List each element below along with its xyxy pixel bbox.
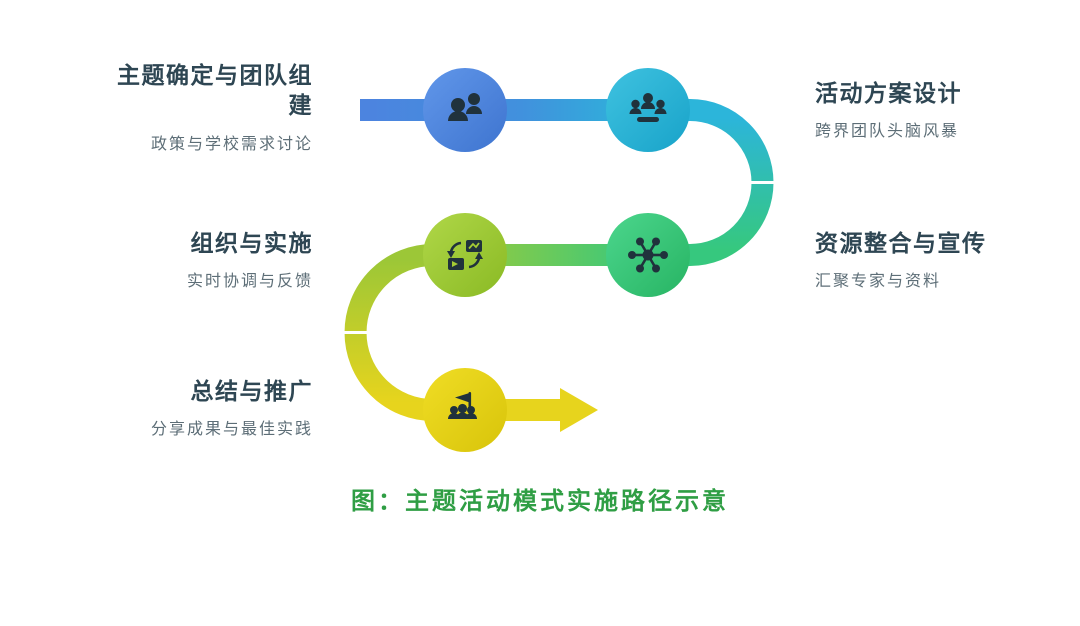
flag-team-icon xyxy=(448,392,477,419)
step-subtitle: 汇聚专家与资料 xyxy=(815,273,942,291)
step-subtitle: 分享成果与最佳实践 xyxy=(150,421,313,439)
step-label-2: 活动方案设计 跨界团队头脑风暴 xyxy=(815,78,1055,141)
step-subtitle: 政策与学校需求讨论 xyxy=(150,135,313,153)
step-circle-4 xyxy=(423,213,507,297)
step-title: 组织与实施 xyxy=(190,230,313,256)
meeting-icon xyxy=(629,93,667,122)
sync-chart-icon xyxy=(447,240,483,270)
network-icon xyxy=(628,237,668,273)
figure-caption: 图：主题活动模式实施路径示意 xyxy=(351,488,729,515)
step-title: 主题确定与团队组建 xyxy=(117,62,313,119)
step-circle-1 xyxy=(423,68,507,152)
step-label-4: 组织与实施 实时协调与反馈 xyxy=(95,228,313,291)
step-label-5: 总结与推广 分享成果与最佳实践 xyxy=(95,376,313,439)
step-subtitle: 实时协调与反馈 xyxy=(186,273,313,291)
step-label-3: 资源整合与宣传 汇聚专家与资料 xyxy=(815,228,1055,291)
team-icon xyxy=(448,93,482,121)
step-subtitle: 跨界团队头脑风暴 xyxy=(815,123,960,141)
step-label-1: 主题确定与团队组建 政策与学校需求讨论 xyxy=(95,60,313,154)
step-circle-2 xyxy=(606,68,690,152)
step-title: 总结与推广 xyxy=(190,378,313,404)
step-title: 资源整合与宣传 xyxy=(815,230,987,256)
step-title: 活动方案设计 xyxy=(815,80,962,106)
